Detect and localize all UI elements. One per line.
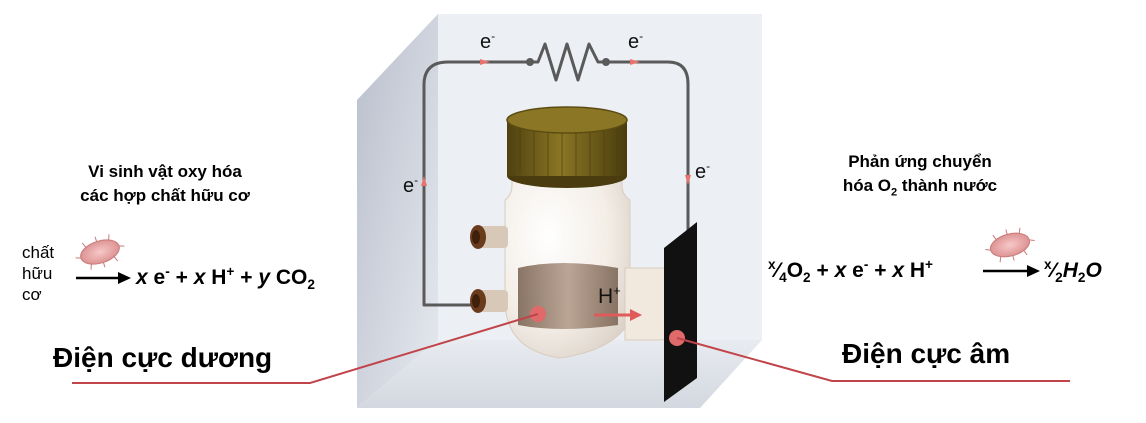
- substrate-label-line: cơ: [22, 285, 42, 304]
- cathode-caption-line: hóa O2 thành nước: [842, 176, 998, 199]
- cathode-reaction-arrow: [983, 265, 1040, 277]
- sampling-port-lower: [470, 289, 508, 313]
- anode-process-caption: Vi sinh vật oxy hóa các hợp chất hữu cơ: [40, 160, 290, 208]
- cathode-reaction-equation: x⁄4O2 + x e- + x H+: [768, 257, 933, 285]
- eq-coefficient: x: [892, 259, 904, 282]
- electron-label: e-: [695, 159, 710, 183]
- electron-label: e-: [480, 29, 495, 53]
- eq-subscript: 2: [803, 270, 811, 286]
- electron-arrows: [421, 59, 691, 186]
- eq-charge: -: [165, 264, 170, 279]
- eq-coefficient: y: [258, 266, 271, 289]
- eq-fraction-slash: ⁄: [1051, 259, 1056, 282]
- eq-plus: +: [175, 266, 188, 289]
- chamber-floor: [357, 340, 762, 408]
- eq-electron: e: [153, 266, 166, 289]
- electron-arrow-top-right: [630, 59, 640, 65]
- microbe-icon: [985, 227, 1035, 263]
- bottle-cap: [506, 106, 628, 188]
- electron-arrow-right-down: [685, 175, 691, 185]
- electron-arrow-top-left: [480, 59, 490, 65]
- bottle-side-arm: [624, 267, 671, 341]
- eq-fraction-denominator: 4: [779, 270, 787, 286]
- wire-right: [606, 60, 690, 232]
- electron-label: e-: [628, 29, 643, 53]
- eq-plus: +: [240, 266, 253, 289]
- anode-pointer-line: [72, 313, 539, 384]
- eq-coefficient: x: [193, 266, 206, 289]
- anode-caption-line: Vi sinh vật oxy hóa: [88, 162, 242, 181]
- microbe-icon: [75, 234, 125, 270]
- eq-water-o: O: [1085, 259, 1102, 282]
- wire-left: [422, 60, 530, 307]
- cathode-caption-line: Phản ứng chuyển: [848, 152, 992, 171]
- chamber-left-wall: [357, 14, 438, 408]
- resistor: [530, 42, 606, 82]
- external-circuit: [422, 42, 690, 307]
- cathode-product: x⁄2H2O: [1044, 257, 1102, 285]
- eq-subscript: 2: [1077, 270, 1086, 286]
- eq-proton: H: [909, 259, 926, 282]
- substrate-label-line: chất: [22, 243, 55, 262]
- cathode-electrode-label: Điện cực âm: [842, 338, 1011, 369]
- eq-charge: +: [925, 257, 933, 272]
- eq-coefficient: x: [834, 259, 847, 282]
- cathode-pointer-line: [676, 337, 1070, 382]
- substrate-label: chất hữu cơ: [22, 242, 54, 305]
- eq-co2: CO: [275, 266, 308, 289]
- electron-arrow-left-up: [421, 176, 427, 186]
- eq-fraction-numerator: x: [1044, 257, 1052, 272]
- eq-plus: +: [874, 259, 887, 282]
- proton-label: H+: [598, 283, 621, 308]
- substrate-label-line: hữu: [22, 264, 53, 283]
- eq-subscript: 2: [307, 277, 315, 293]
- electron-label: e-: [403, 173, 418, 197]
- eq-charge: -: [863, 257, 869, 272]
- anode-caption-line: các hợp chất hữu cơ: [80, 186, 250, 205]
- eq-coefficient: x: [136, 266, 148, 289]
- eq-oxygen: O: [786, 259, 804, 282]
- eq-water-h: H: [1062, 259, 1078, 282]
- resistor-nodes: [526, 58, 610, 66]
- eq-fraction-numerator: x: [768, 257, 776, 272]
- anode-electrode-label: Điện cực dương: [53, 342, 273, 373]
- eq-fraction-slash: ⁄: [775, 259, 780, 282]
- eq-fraction-denominator: 2: [1055, 270, 1063, 286]
- cathode-plate: [664, 222, 697, 402]
- cathode-process-caption: Phản ứng chuyển hóa O2 thành nước: [800, 150, 1040, 204]
- sampling-port-upper: [470, 225, 508, 249]
- eq-electron: e: [852, 259, 864, 282]
- eq-plus: +: [816, 259, 829, 282]
- anode-reaction-arrow: [76, 272, 131, 284]
- proton-arrow: [594, 309, 642, 321]
- anode-reaction-equation: x e- + x H+ + y CO2: [136, 264, 315, 292]
- eq-charge: +: [226, 264, 235, 279]
- eq-proton: H: [211, 266, 227, 289]
- electron-labels: e- e- e- e-: [403, 29, 710, 197]
